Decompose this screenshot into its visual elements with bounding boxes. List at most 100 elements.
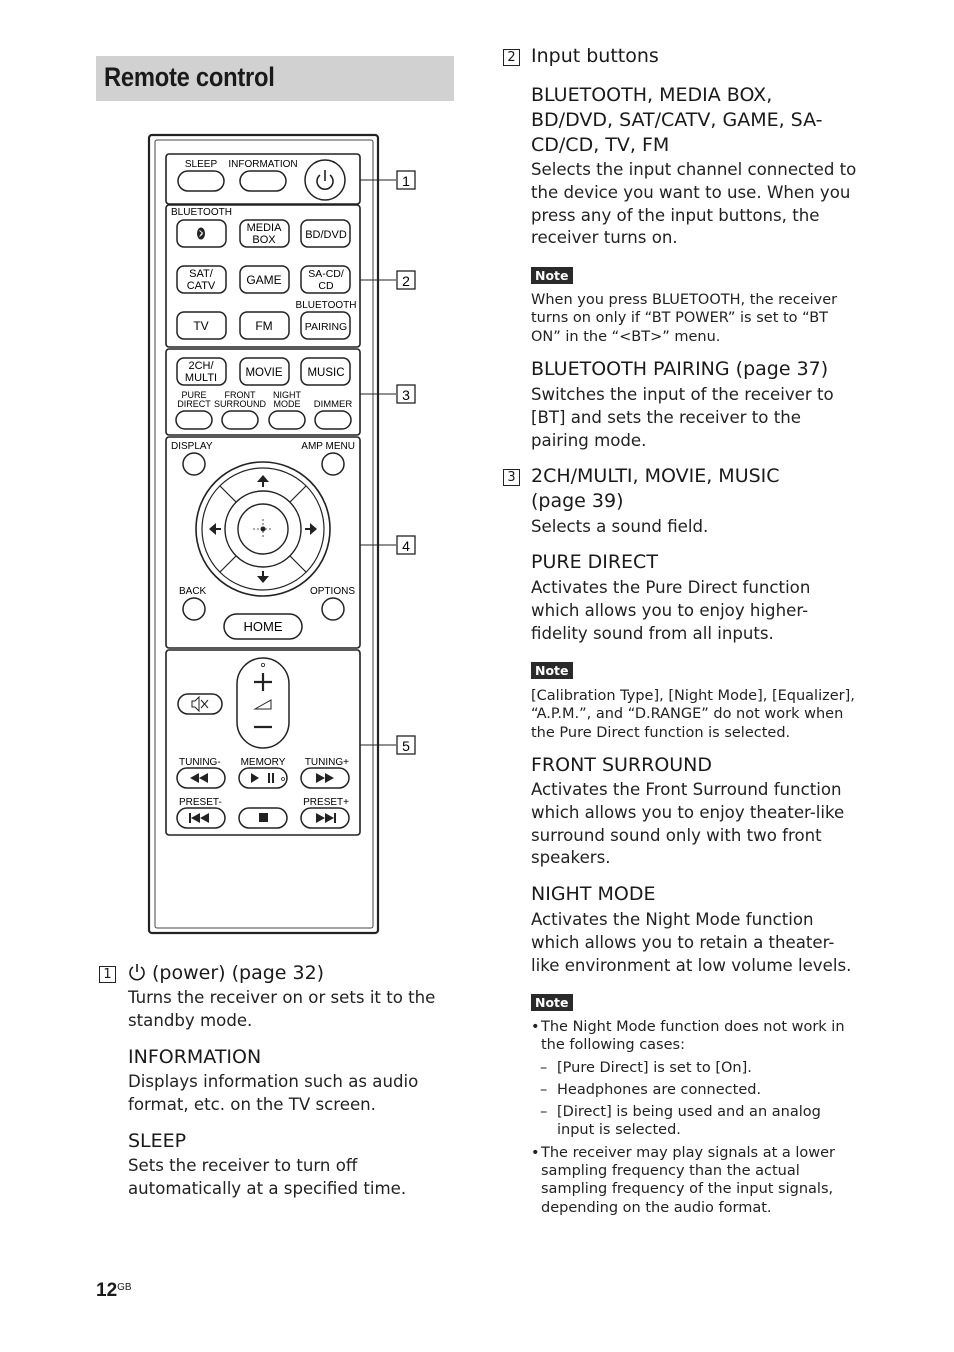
dpad-up-button[interactable] [257,475,269,487]
sleep-text: Sets the receiver to turn off automatica… [128,1156,407,1198]
note-label: Note [531,267,573,284]
page-number-value: 12 [96,1280,118,1301]
bd-dvd-button[interactable] [300,219,351,248]
pure-label: PURE [181,390,206,400]
amp-menu-button[interactable] [321,452,345,476]
display-button[interactable] [182,452,206,476]
night-label-2: MODE [274,399,301,409]
information-heading: INFORMATION [128,1046,262,1068]
tv-button[interactable] [176,311,227,340]
sound-field-text: Selects a sound field. [531,517,709,536]
bluetooth-label: BLUETOOTH [171,207,232,218]
sleep-button[interactable] [177,170,225,192]
information-label: INFORMATION [228,159,297,170]
home-button[interactable] [223,613,303,640]
front-surround-button[interactable] [221,410,259,430]
note-bullet: The receiver may play signals at a lower… [531,1144,861,1217]
note-dash-item: [Direct] is being used and an analog inp… [531,1103,861,1140]
input-buttons-text: Selects the input channel connected to t… [531,160,857,248]
front-surround-text: Activates the Front Surround function wh… [531,780,845,868]
svg-text:4: 4 [402,538,410,554]
tuning-minus-label: TUNING- [179,757,221,768]
bluetooth-icon [197,227,205,240]
music-button[interactable] [300,357,351,386]
callout-box-3: 3 [396,384,416,404]
sound-field-heading: 2CH/MULTI, MOVIE, MUSIC (page 39) [531,465,780,512]
media-box-label: MEDIA [247,222,283,234]
front-surround-heading: FRONT SURROUND [531,754,713,776]
power-icon [129,964,145,981]
bluetooth-pairing-label: BLUETOOTH [296,300,357,311]
note-label: Note [531,662,573,679]
sleep-label: SLEEP [185,159,218,170]
note-bullet: The Night Mode function does not work in… [531,1018,861,1055]
sat-catv-label-2: CATV [187,280,216,292]
enter-icon [253,519,273,539]
dpad-left-button[interactable] [209,523,221,535]
dpad-right-button[interactable] [305,523,317,535]
fm-label: FM [255,319,272,333]
night-mode-text: Activates the Night Mode function which … [531,910,852,975]
2ch-multi-button[interactable] [176,357,227,386]
fast-forward-icon [316,773,334,783]
amp-menu-label: AMP MENU [301,441,355,452]
game-label: GAME [246,273,281,287]
sat-catv-label: SAT/ [189,268,214,280]
title-bar [96,56,454,101]
pairing-label: PAIRING [305,321,347,333]
sat-catv-button[interactable] [176,265,227,294]
home-label: HOME [244,619,283,634]
dimmer-button[interactable] [314,410,352,430]
tv-label: TV [193,319,208,333]
fm-button[interactable] [239,311,290,340]
play-pause-icon [251,773,285,783]
svg-text:5: 5 [402,738,410,754]
callout-box-4: 4 [396,535,416,555]
options-button[interactable] [321,597,345,621]
section-number-1: 1 [99,966,116,983]
previous-icon [189,813,209,823]
tuning-plus-label: TUNING+ [305,757,349,768]
note-dash-item: Headphones are connected. [531,1081,861,1100]
power-heading: (power) (page 32) [152,962,325,984]
music-label: MUSIC [307,367,344,379]
media-box-button[interactable] [239,219,290,248]
preset-minus-label: PRESET- [179,797,222,808]
mute-button[interactable] [177,693,223,715]
page-number-suffix: GB [117,1282,132,1293]
media-box-label-2: BOX [252,234,276,246]
remote-control-illustration: SLEEP INFORMATION BLUETOOTH MEDIA BOX BD… [147,133,416,935]
information-button[interactable] [239,170,287,192]
sa-cd-label: SA-CD/ [308,268,344,280]
pairing-button[interactable] [300,311,351,340]
night-mode-button[interactable] [268,410,306,430]
night-mode-note: The Night Mode function does not work in… [531,1018,861,1217]
dpad-down-button[interactable] [257,571,269,583]
night-label: NIGHT [273,390,302,400]
input-buttons-heading: Input buttons [531,45,659,67]
callout-box-5: 5 [396,735,416,755]
note-dash-item: [Pure Direct] is set to [On]. [531,1059,861,1078]
svg-text:1: 1 [402,173,410,189]
back-button[interactable] [182,597,206,621]
mute-icon [191,695,209,713]
svg-text:2: 2 [402,273,410,289]
callout-lines [360,179,396,746]
section-number-3: 3 [503,469,520,486]
memory-label: MEMORY [241,757,286,768]
front-label-2: SURROUND [214,399,267,409]
next-icon [316,813,336,823]
display-label: DISPLAY [171,441,213,452]
pure-direct-text: Activates the Pure Direct function which… [531,578,811,643]
pure-direct-button[interactable] [175,410,213,430]
movie-button[interactable] [239,357,290,386]
game-button[interactable] [239,265,290,294]
sa-cd-button[interactable] [300,265,351,294]
sleep-heading: SLEEP [128,1130,187,1152]
volume-rocker[interactable] [236,657,290,749]
section-number-2: 2 [503,49,520,66]
pure-label-2: DIRECT [177,399,211,409]
stop-icon [259,813,268,822]
volume-icon [253,699,272,710]
memory-play-pause-button[interactable] [238,767,288,789]
